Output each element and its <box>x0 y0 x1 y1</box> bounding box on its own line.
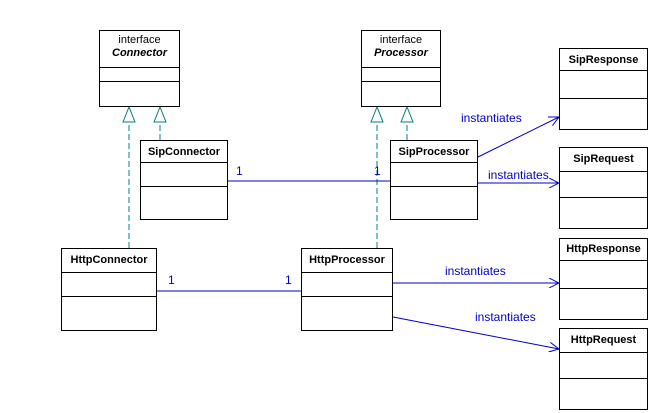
multiplicity-sip-right: 1 <box>374 164 381 178</box>
stereotype-label: interface <box>118 34 161 46</box>
class-name: SipRequest <box>573 153 634 165</box>
attributes-section <box>560 71 647 99</box>
attributes-section <box>391 163 477 187</box>
operations-section <box>391 187 477 219</box>
class-httprequest[interactable]: HttpRequest <box>559 328 648 410</box>
class-name: Connector <box>112 47 167 59</box>
class-name: SipResponse <box>568 54 639 66</box>
class-name: HttpProcessor <box>309 254 385 266</box>
realization-httpprocessor-processor <box>370 105 384 248</box>
class-httpconnector[interactable]: HttpConnector <box>61 248 157 331</box>
attributes-section <box>62 273 156 297</box>
class-name: SipProcessor <box>398 146 470 158</box>
attributes-section <box>100 68 179 82</box>
class-httpprocessor[interactable]: HttpProcessor <box>301 248 393 331</box>
operations-section <box>141 187 227 219</box>
dependency-http-request <box>392 316 559 349</box>
operations-section <box>560 198 647 228</box>
multiplicity-sip-left: 1 <box>236 164 243 178</box>
class-name: Processor <box>374 47 428 59</box>
attributes-section <box>141 163 227 187</box>
class-sipconnector[interactable]: SipConnector <box>140 140 228 220</box>
multiplicity-http-right: 1 <box>285 273 292 287</box>
attributes-section <box>302 273 392 297</box>
operations-section <box>100 82 179 106</box>
attributes-section <box>362 68 440 82</box>
operations-section <box>302 297 392 330</box>
realization-sipconnector-connector <box>153 105 167 140</box>
operations-section <box>560 99 647 129</box>
label-instantiates-sip-request: instantiates <box>488 168 549 182</box>
operations-section <box>560 289 647 319</box>
class-sipprocessor[interactable]: SipProcessor <box>390 140 478 220</box>
realization-httpconnector-connector <box>122 105 136 248</box>
label-instantiates-http-request: instantiates <box>475 310 536 324</box>
stereotype-label: interface <box>379 34 423 46</box>
class-httpresponse[interactable]: HttpResponse <box>559 238 648 320</box>
realization-sipprocessor-processor <box>400 105 414 140</box>
class-sipresponse[interactable]: SipResponse <box>559 48 648 130</box>
interface-connector[interactable]: interface Connector <box>99 30 180 107</box>
operations-section <box>560 379 647 409</box>
class-name: SipConnector <box>147 146 221 158</box>
label-instantiates-http-response: instantiates <box>445 264 506 278</box>
label-instantiates-sip-response: instantiates <box>461 111 522 125</box>
dependency-sip-response <box>477 117 559 158</box>
class-siprequest[interactable]: SipRequest <box>559 147 648 229</box>
class-name: HttpRequest <box>570 334 637 346</box>
attributes-section <box>560 261 647 289</box>
attributes-section <box>560 172 647 198</box>
operations-section <box>362 82 440 106</box>
operations-section <box>62 297 156 330</box>
multiplicity-http-left: 1 <box>168 273 175 287</box>
interface-processor[interactable]: interface Processor <box>361 30 441 107</box>
class-name: HttpConnector <box>70 254 148 266</box>
attributes-section <box>560 353 647 379</box>
class-name: HttpResponse <box>566 243 641 255</box>
